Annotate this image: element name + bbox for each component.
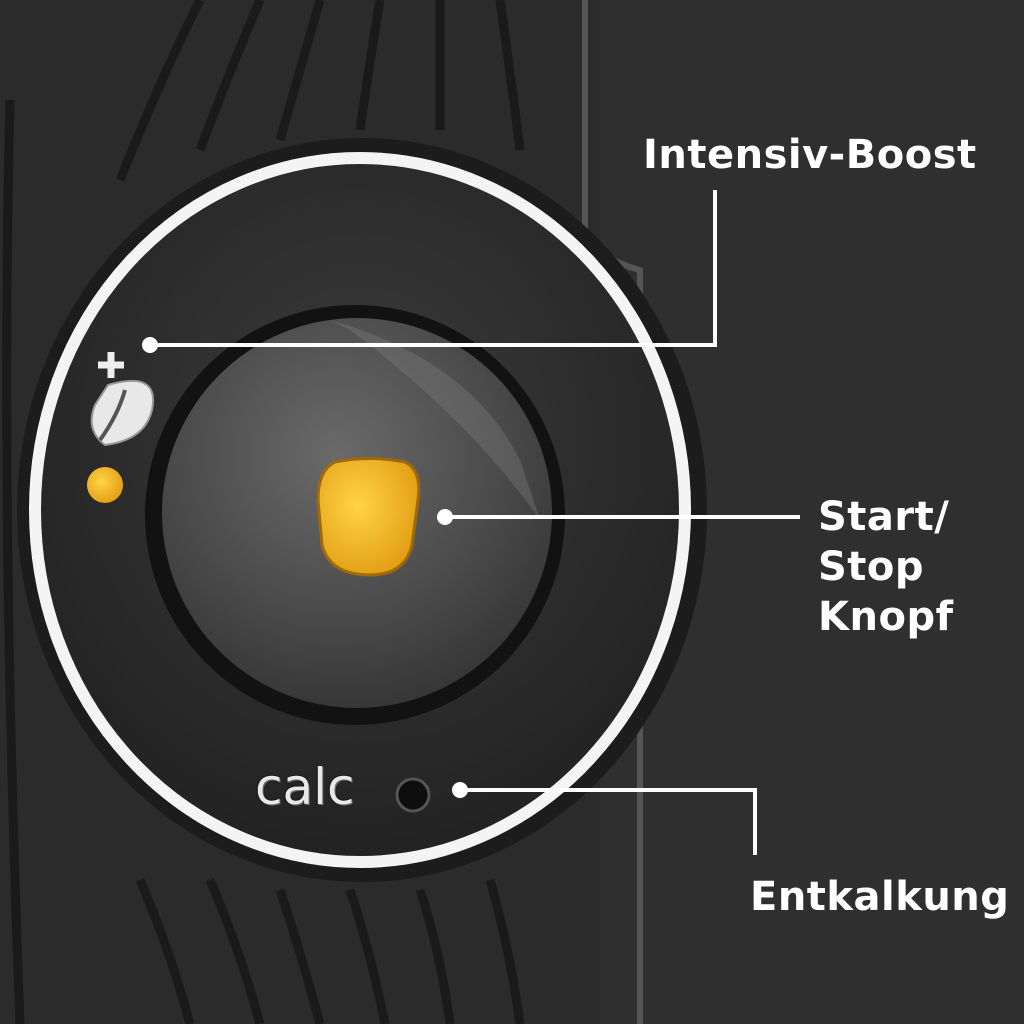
callout-start-line1: Start/ [818,494,950,540]
calc-label: calc [255,758,355,816]
descale-indicator [395,777,431,813]
grip-grooves [2,0,525,1024]
callout-lines [150,190,800,855]
boost-led [87,467,123,503]
start-led [316,457,421,577]
callout-entkalkung: Entkalkung [750,874,1010,920]
callout-dot-start [437,509,453,525]
callout-intensiv-boost: Intensiv-Boost [643,132,977,178]
callout-dot-descale [452,782,468,798]
callout-dot-boost [142,337,158,353]
callout-start-stop: Start/ Stop Knopf [818,492,954,642]
intensive-boost-icon[interactable] [90,352,155,447]
callout-start-line2: Stop [818,544,925,590]
callout-start-line3: Knopf [818,594,954,640]
